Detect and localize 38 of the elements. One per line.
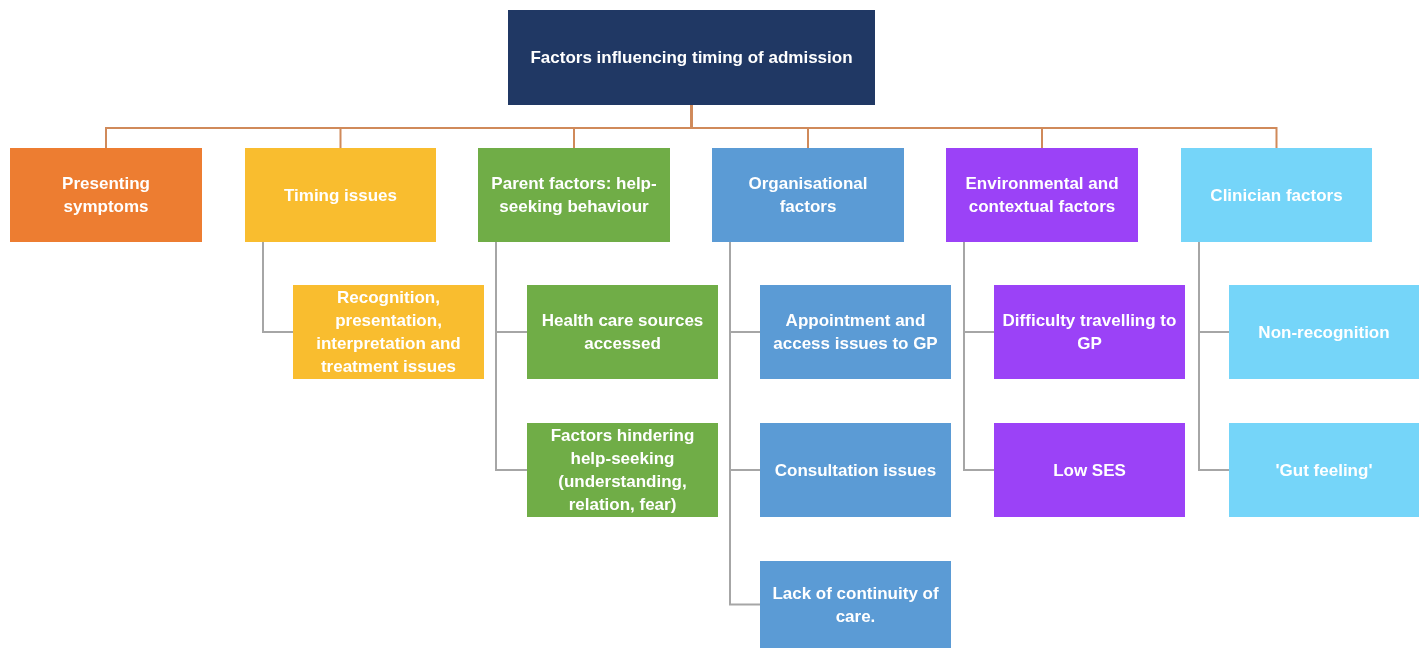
subfactor-box (527, 285, 718, 379)
subfactor-box (1229, 285, 1419, 379)
subfactor-box (994, 423, 1185, 517)
box-label: Recognition, presentation, interpretation and treatment issues (315, 287, 462, 378)
subfactor-box (527, 423, 718, 517)
connector-line (495, 241, 528, 471)
subfactor-box (760, 285, 951, 379)
box-label: 'Gut feeling' (1275, 459, 1373, 482)
box-label: Appointment and access issues to GP (772, 310, 939, 355)
box-label: Low SES (1053, 459, 1126, 482)
connector-line (963, 241, 995, 471)
box-label: Clinician factors (1210, 184, 1343, 207)
connector-line (1198, 241, 1230, 471)
category-box (946, 148, 1138, 242)
box-label: Health care sources accessed (540, 310, 705, 355)
category-box (10, 148, 202, 242)
box-label: Parent factors: help-seeking behaviour (490, 173, 658, 218)
box-label: Lack of continuity of care. (771, 582, 940, 628)
box-label: Difficulty travelling to GP (1002, 310, 1177, 355)
connector-line (262, 241, 294, 333)
box-label: Organisational factors (747, 173, 869, 218)
subfactor-box (760, 561, 951, 648)
box-label: Non-recognition (1258, 321, 1390, 344)
subfactor-box (1229, 423, 1419, 517)
box-label: Timing issues (283, 184, 398, 207)
box-label: Consultation issues (774, 459, 937, 482)
subfactor-box (994, 285, 1185, 379)
category-box (245, 148, 436, 242)
box-label: Presenting symptoms (61, 173, 151, 218)
subfactor-box (760, 423, 951, 517)
category-box (478, 148, 670, 242)
box-label: Factors hindering help-seeking (understanding, relation, fear) (549, 425, 696, 516)
box-label: Factors influencing timing of admission (530, 47, 853, 69)
category-box (712, 148, 904, 242)
root-box (508, 10, 875, 105)
box-label: Environmental and contextual factors (964, 173, 1120, 218)
subfactor-box (293, 285, 484, 379)
category-box (1181, 148, 1372, 242)
